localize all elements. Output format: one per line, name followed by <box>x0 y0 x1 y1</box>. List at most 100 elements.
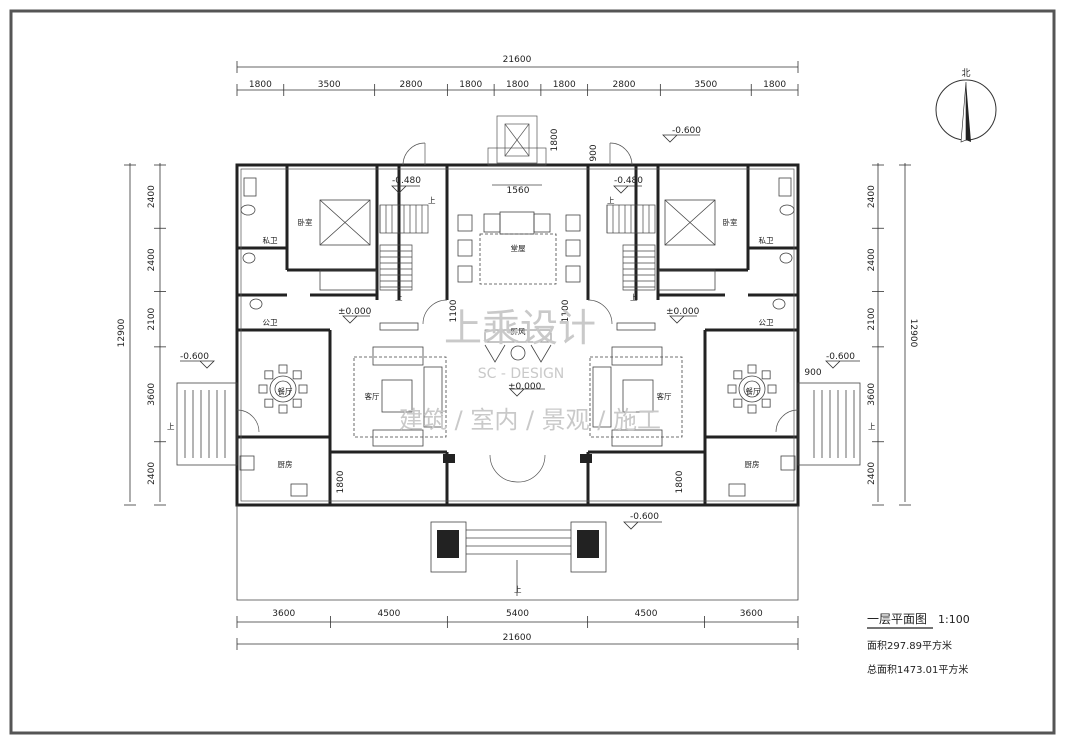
columns <box>437 454 599 558</box>
up-label-side-left: 上 <box>167 422 175 431</box>
left-segment-dim: 2100 <box>147 307 157 330</box>
dining-chair <box>258 384 268 394</box>
up-label-stair-left-2: 上 <box>395 293 403 302</box>
bottom-segment-dim: 3600 <box>740 609 763 619</box>
up-label-side-right: 上 <box>868 422 876 431</box>
bottom-segment-dim: 3600 <box>272 609 295 619</box>
floor-area: 面积297.89平方米 <box>867 639 952 652</box>
dining-chair <box>264 370 274 380</box>
room-screen: 屏风 <box>511 327 526 336</box>
bedroom-furniture <box>319 199 716 291</box>
dining-tables <box>258 364 777 414</box>
total-area: 总面积1473.01平方米 <box>867 663 968 676</box>
level-entrance: -0.600 <box>630 512 659 522</box>
room-living-right: 客厅 <box>657 391 672 401</box>
top-segment-dim: 1800 <box>249 80 272 90</box>
bottom-total-dim: 21600 <box>503 633 532 643</box>
dining-chair <box>767 384 777 394</box>
level-stair-right: -0.480 <box>614 176 643 186</box>
up-label-stair-right: 上 <box>607 196 615 205</box>
north-arrow-icon <box>935 79 997 143</box>
top-segment-dim: 1800 <box>553 80 576 90</box>
dining-chair <box>761 398 771 408</box>
level-markers <box>180 134 860 530</box>
level-top-right: -0.600 <box>672 126 701 136</box>
level-outside-right: -0.600 <box>826 352 855 362</box>
north-label: 北 <box>961 68 970 79</box>
level-outside-left: -0.600 <box>180 352 209 362</box>
bottom-dimensions <box>236 616 799 650</box>
watermark-brand-en: SC - DESIGN <box>478 366 565 382</box>
room-bedroom-left: 卧室 <box>298 217 313 227</box>
up-label-front: 上 <box>514 585 522 594</box>
entry-depth-dim: 1800 <box>550 128 560 151</box>
room-kitchen-left: 厨房 <box>278 459 293 469</box>
right-segment-dim: 2100 <box>867 307 877 330</box>
dining-chair <box>278 404 288 414</box>
side-dimension-lines <box>124 163 911 506</box>
level-center: ±0.000 <box>508 382 542 392</box>
top-dimensions <box>236 61 799 96</box>
dining-chair <box>747 364 757 374</box>
top-segment-dim: 3500 <box>694 80 717 90</box>
top-segment-dim: 1800 <box>459 80 482 90</box>
top-segment-dim: 1800 <box>763 80 786 90</box>
dining-chair <box>292 398 302 408</box>
side-door-dim: 900 <box>589 144 599 161</box>
dining-chair <box>747 404 757 414</box>
right-segment-dim: 2400 <box>867 185 877 208</box>
right-total-dim: 12900 <box>908 319 918 348</box>
room-dining-right: 餐厅 <box>746 387 761 396</box>
living-furniture <box>353 322 683 447</box>
stair-right-dim: 1100 <box>561 299 571 322</box>
dining-chair <box>727 384 737 394</box>
dining-chair <box>298 384 308 394</box>
sheet-border <box>9 9 1056 735</box>
top-total-dim: 21600 <box>503 55 532 65</box>
bottom-segment-dim: 5400 <box>506 609 529 619</box>
right-segment-dim: 3600 <box>867 383 877 406</box>
room-living-left: 客厅 <box>365 391 380 401</box>
up-label-stair-right-2: 上 <box>630 293 638 302</box>
stair-right <box>606 204 656 291</box>
side-door-right-dim: 900 <box>804 368 821 378</box>
dining-chair <box>292 370 302 380</box>
door-swings <box>236 142 799 483</box>
drawing-title: 一层平面图 <box>867 612 927 626</box>
top-segment-dim: 1800 <box>506 80 529 90</box>
level-floor-right: ±0.000 <box>666 307 700 317</box>
left-segment-dim: 3600 <box>147 383 157 406</box>
bottom-segment-dim: 4500 <box>635 609 658 619</box>
watermark-services: 建筑 / 室内 / 景观 / 施工 <box>399 406 661 434</box>
room-bedroom-right: 卧室 <box>723 217 738 227</box>
left-total-dim: 12900 <box>117 318 127 347</box>
hall-width-dim: 1560 <box>507 186 530 196</box>
dining-chair <box>733 398 743 408</box>
up-label-stair-left: 上 <box>428 196 436 205</box>
room-bath-private-left: 私卫 <box>263 236 278 245</box>
level-floor-left: ±0.000 <box>338 307 372 317</box>
top-segment-dim: 2800 <box>613 80 636 90</box>
watermark-brand: 上乘设计 <box>444 306 596 350</box>
room-kitchen-right: 厨房 <box>745 459 760 469</box>
room-hall: 堂屋 <box>511 243 526 253</box>
top-segment-dim: 2800 <box>400 80 423 90</box>
wing-depth-right: 1800 <box>675 470 685 493</box>
hall-furniture <box>457 184 581 363</box>
stair-left <box>379 204 429 291</box>
dining-chair <box>264 398 274 408</box>
room-bath-public-left: 公卫 <box>263 318 278 327</box>
stair-left-dim: 1100 <box>449 299 459 322</box>
top-segment-dim: 3500 <box>318 80 341 90</box>
bath-fixtures <box>239 177 796 497</box>
front-steps <box>176 382 861 601</box>
left-segment-dim: 2400 <box>147 185 157 208</box>
dining-chair <box>278 364 288 374</box>
room-dining-left: 餐厅 <box>278 387 293 396</box>
left-segment-dim: 2400 <box>147 462 157 485</box>
dining-chair <box>761 370 771 380</box>
wing-depth-left: 1800 <box>336 470 346 493</box>
room-bath-private-right: 私卫 <box>759 236 774 245</box>
